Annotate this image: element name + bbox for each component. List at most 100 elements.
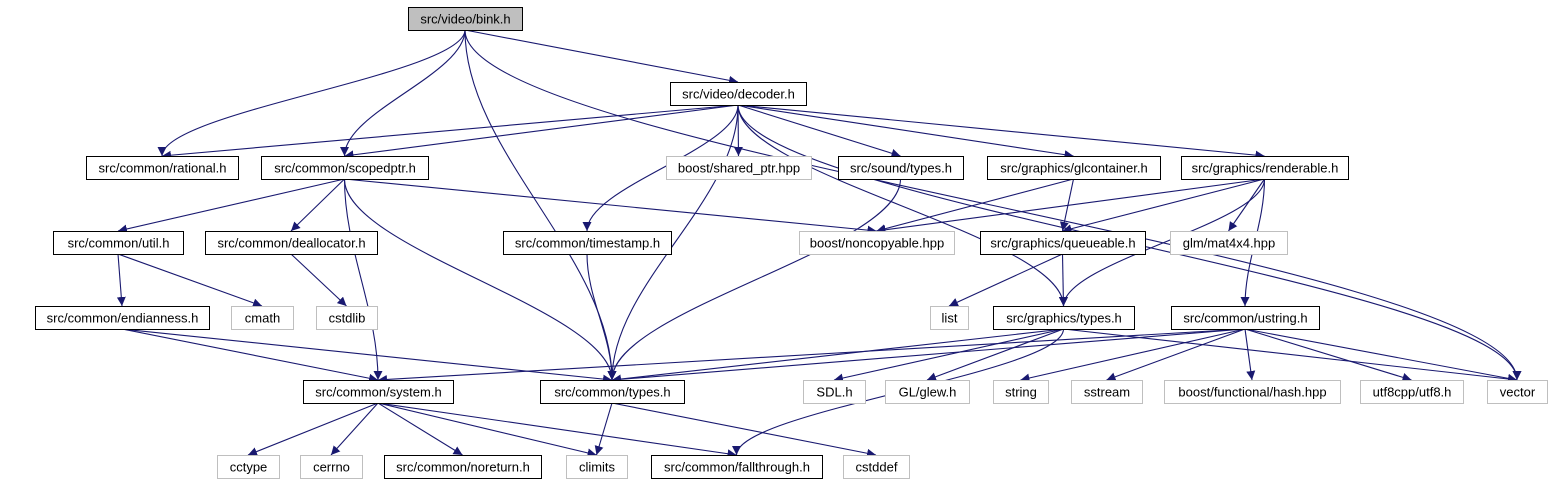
edge-decoder-to-sound_types bbox=[737, 104, 901, 158]
node-glew: GL/glew.h bbox=[885, 380, 970, 404]
node-box bbox=[300, 455, 363, 479]
edge-scopedptr-to-system bbox=[343, 178, 383, 381]
node-deallocator[interactable]: src/common/deallocator.h bbox=[205, 231, 378, 255]
node-util[interactable]: src/common/util.h bbox=[53, 231, 184, 255]
edge-decoder-to-timestamp bbox=[582, 104, 739, 232]
node-label: utf8cpp/utf8.h bbox=[1373, 385, 1452, 400]
node-box bbox=[993, 306, 1135, 330]
node-endianness[interactable]: src/common/endianness.h bbox=[35, 306, 210, 330]
node-label: sstream bbox=[1084, 385, 1130, 400]
edge-util-to-cmath bbox=[117, 253, 263, 308]
node-label: boost/shared_ptr.hpp bbox=[678, 161, 800, 176]
node-box bbox=[993, 380, 1049, 404]
node-label: src/common/ustring.h bbox=[1183, 311, 1307, 326]
node-box bbox=[1171, 306, 1320, 330]
node-box bbox=[261, 156, 429, 180]
node-box bbox=[303, 380, 454, 404]
node-label: cstddef bbox=[856, 460, 898, 475]
node-label: glm/mat4x4.hpp bbox=[1183, 236, 1276, 251]
node-bink: src/video/bink.h bbox=[408, 7, 523, 31]
node-label: src/common/scopedptr.h bbox=[274, 161, 416, 176]
node-box bbox=[316, 306, 378, 330]
node-label: src/graphics/queueable.h bbox=[990, 236, 1135, 251]
node-box bbox=[1487, 380, 1548, 404]
node-label: cctype bbox=[230, 460, 268, 475]
node-box bbox=[838, 156, 964, 180]
edge-util-to-endianness bbox=[116, 253, 126, 307]
edge-ustring-to-common_types bbox=[611, 328, 1246, 384]
node-rational[interactable]: src/common/rational.h bbox=[86, 156, 239, 180]
edge-ustring-to-utf8 bbox=[1244, 328, 1412, 382]
node-label: src/common/timestamp.h bbox=[515, 236, 660, 251]
node-ustring[interactable]: src/common/ustring.h bbox=[1171, 306, 1320, 330]
edge-renderable-to-queueable bbox=[1062, 178, 1265, 234]
node-label: src/common/system.h bbox=[315, 385, 441, 400]
edge-bink-to-scopedptr bbox=[340, 29, 466, 157]
edge-ustring-to-string bbox=[1020, 328, 1246, 383]
node-string: string bbox=[993, 380, 1049, 404]
node-box bbox=[35, 306, 210, 330]
node-system[interactable]: src/common/system.h bbox=[303, 380, 454, 404]
edge-timestamp-to-common_types bbox=[586, 253, 617, 381]
node-common-types[interactable]: src/common/types.h bbox=[540, 380, 685, 404]
node-label: boost/functional/hash.hpp bbox=[1178, 385, 1326, 400]
node-graphics-types[interactable]: src/graphics/types.h bbox=[993, 306, 1135, 330]
node-box bbox=[1071, 380, 1143, 404]
edge-ustring-to-vector bbox=[1244, 328, 1518, 383]
node-box bbox=[1181, 156, 1349, 180]
edge-scopedptr-to-deallocator bbox=[290, 178, 345, 232]
nodes: src/video/bink.h src/video/decoder.h src/c… bbox=[35, 7, 1548, 479]
node-noncopyable: boost/noncopyable.hpp bbox=[799, 231, 955, 255]
node-climits: climits bbox=[566, 455, 628, 479]
node-renderable[interactable]: src/graphics/renderable.h bbox=[1181, 156, 1349, 180]
node-mat4x4: glm/mat4x4.hpp bbox=[1170, 231, 1288, 255]
edge-deallocator-to-cstdlib bbox=[290, 253, 347, 307]
edge-scopedptr-to-util bbox=[117, 178, 345, 234]
edge-ustring-to-hash bbox=[1244, 328, 1256, 381]
node-cstdlib: cstdlib bbox=[316, 306, 378, 330]
node-box bbox=[53, 231, 184, 255]
node-scopedptr[interactable]: src/common/scopedptr.h bbox=[261, 156, 429, 180]
node-queueable[interactable]: src/graphics/queueable.h bbox=[980, 231, 1146, 255]
node-label: GL/glew.h bbox=[899, 385, 957, 400]
node-label: boost/noncopyable.hpp bbox=[810, 236, 944, 251]
edge-decoder-to-glcontainer bbox=[737, 104, 1074, 160]
node-box bbox=[803, 380, 866, 404]
node-fallthrough[interactable]: src/common/fallthrough.h bbox=[651, 455, 823, 479]
node-box bbox=[384, 455, 542, 479]
edge-decoder-to-common_types bbox=[607, 104, 739, 381]
node-box bbox=[566, 455, 628, 479]
edge-system-to-cerrno bbox=[330, 402, 379, 456]
node-timestamp[interactable]: src/common/timestamp.h bbox=[503, 231, 672, 255]
edge-scopedptr-to-noncopyable bbox=[344, 178, 877, 235]
node-label: src/common/fallthrough.h bbox=[664, 460, 810, 475]
edge-scopedptr-to-common_types bbox=[343, 178, 617, 381]
node-label: src/video/bink.h bbox=[420, 12, 510, 27]
node-box bbox=[987, 156, 1161, 180]
node-hash: boost/functional/hash.hpp bbox=[1164, 380, 1341, 404]
node-label: src/common/util.h bbox=[68, 236, 170, 251]
edge-decoder-to-renderable bbox=[737, 104, 1265, 160]
node-sound-types[interactable]: src/sound/types.h bbox=[838, 156, 964, 180]
node-box bbox=[843, 455, 910, 479]
node-decoder[interactable]: src/video/decoder.h bbox=[670, 82, 807, 106]
node-box bbox=[1360, 380, 1464, 404]
node-cstddef: cstddef bbox=[843, 455, 910, 479]
node-glcontainer[interactable]: src/graphics/glcontainer.h bbox=[987, 156, 1161, 180]
node-box bbox=[86, 156, 239, 180]
node-label: string bbox=[1005, 385, 1037, 400]
edge-renderable-to-noncopyable bbox=[876, 178, 1265, 235]
node-box bbox=[540, 380, 685, 404]
node-label: src/video/decoder.h bbox=[682, 87, 795, 102]
node-label: cmath bbox=[245, 311, 280, 326]
node-list: list bbox=[930, 306, 969, 330]
node-box bbox=[885, 380, 970, 404]
node-box bbox=[670, 82, 807, 106]
edge-decoder-to-scopedptr bbox=[344, 104, 739, 160]
node-label: src/common/types.h bbox=[554, 385, 670, 400]
node-label: src/graphics/renderable.h bbox=[1192, 161, 1339, 176]
node-label: src/sound/types.h bbox=[850, 161, 952, 176]
node-noreturn[interactable]: src/common/noreturn.h bbox=[384, 455, 542, 479]
edge-system-to-cctype bbox=[247, 402, 379, 456]
node-box bbox=[231, 306, 294, 330]
